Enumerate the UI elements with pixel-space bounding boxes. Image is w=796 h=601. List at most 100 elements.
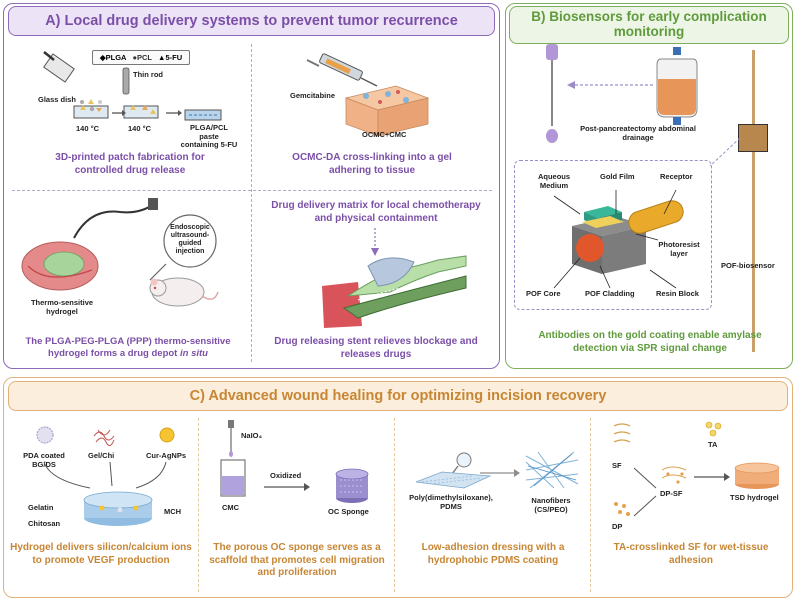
- dish-step-1: [73, 99, 109, 119]
- thin-rod-icon: [122, 67, 130, 95]
- glass-dish-icon: [43, 51, 75, 83]
- panel-a-divider-h: [12, 190, 492, 191]
- panel-c-divider-1: [198, 418, 199, 592]
- down-arrow-icon: [371, 228, 379, 256]
- cur-agnp-icon: [159, 427, 175, 443]
- c3-caption: Low-adhesion dressing with a hydrophobic…: [421, 542, 565, 566]
- sensor-box: [738, 124, 768, 152]
- oxidized-label: Oxidized: [270, 471, 302, 480]
- legend-5fu: ▲5-FU: [158, 53, 183, 62]
- core-label: POF Core: [526, 289, 561, 298]
- panel-c-title: C) Advanced wound healing for optimizing…: [189, 388, 607, 404]
- mouse-icon: [149, 263, 219, 307]
- panel-b-caption: Antibodies on the gold coating enable am…: [538, 330, 762, 354]
- ta-label: TA: [708, 440, 718, 449]
- glass-dish-label: Glass dish: [38, 95, 76, 104]
- c1-caption: Hydrogel delivers silicon/calcium ions t…: [10, 542, 192, 566]
- temp-label-2: 140 °C: [128, 124, 152, 133]
- drainage-bag-icon: [656, 47, 698, 125]
- c3-arrow: [480, 469, 520, 477]
- panel-c-divider-2: [394, 418, 395, 592]
- q3-caption-main: The PLGA-PEG-PLGA (PPP) thermo-sensitive…: [25, 336, 231, 359]
- drainage-label: Post-pancreatectomy abdominal drainage: [580, 124, 696, 142]
- q4-caption: Drug releasing stent relieves blockage a…: [274, 336, 478, 360]
- sensor-detail-box: [514, 160, 712, 310]
- gold-label: Gold Film: [600, 172, 635, 181]
- nanofiber-icon: [525, 451, 579, 489]
- tsd-label: TSD hydrogel: [730, 493, 779, 502]
- naio-label: NaIO₄: [241, 431, 263, 440]
- photoresist-label: Photoresist layer: [658, 240, 700, 258]
- panel-a-header: A) Local drug delivery systems to preven…: [8, 6, 495, 36]
- dropper-icon: [546, 44, 558, 143]
- dpsf-label: DP-SF: [660, 489, 683, 498]
- dp-icon: [614, 502, 630, 516]
- sf-label: SF: [612, 461, 622, 470]
- gelatin-label: Gelatin: [28, 503, 54, 512]
- legend-box: ◆PLGA ●PCL ▲5-FU: [92, 50, 190, 65]
- panel-a-divider-v: [251, 44, 252, 362]
- paste-label: PLGA/PCL paste containing 5-FU: [180, 123, 238, 150]
- gel-chi-label: Gel/Chi: [88, 451, 115, 460]
- gel-block-icon: [344, 85, 430, 137]
- pof-biosensor-label: POF-biosensor: [721, 261, 775, 270]
- pdms-sheet-icon: [415, 452, 492, 489]
- resin-label: Resin Block: [656, 289, 699, 298]
- q4-top-caption: Drug delivery matrix for local chemother…: [271, 200, 481, 224]
- endoscopic-label: Endoscopic ultrasound-guided injection: [170, 224, 210, 256]
- sponge-label: OC Sponge: [328, 507, 369, 516]
- c4-arrow: [694, 473, 730, 481]
- q1-caption: 3D-printed patch fabrication for control…: [55, 152, 205, 176]
- legend-pcl: ●PCL: [132, 53, 153, 62]
- tsd-hydrogel-icon: [734, 462, 780, 489]
- dish-step-2: [123, 105, 159, 119]
- panel-c: [3, 377, 793, 598]
- c1-arrows: [43, 461, 167, 489]
- stent-illustration: [322, 255, 467, 328]
- q3-caption: The PLGA-PEG-PLGA (PPP) thermo-sensitive…: [8, 336, 248, 360]
- legend-plga: ◆PLGA: [99, 53, 127, 62]
- panel-b: [505, 3, 793, 369]
- q3-caption-italic: in situ: [179, 347, 208, 359]
- temp-label-1: 140 °C: [76, 124, 100, 133]
- panel-b-header: B) Biosensors for early complication mon…: [509, 6, 789, 44]
- organ-icon: [21, 241, 99, 291]
- panel-c-header: C) Advanced wound healing for optimizing…: [8, 381, 788, 411]
- hydrogel-label: Thermo-sensitive hydrogel: [30, 298, 94, 316]
- drain-tube: [752, 50, 755, 352]
- q2-caption: OCMC-DA cross-linking into a gel adherin…: [292, 152, 452, 176]
- cladding-label: POF Cladding: [585, 289, 635, 298]
- endoscope-icon: [73, 198, 158, 239]
- beaker-icon: [220, 459, 246, 497]
- c2-caption: The porous OC sponge serves as a scaffol…: [209, 542, 385, 578]
- cur-label: Cur-AgNPs: [146, 451, 187, 460]
- chitosan-label: Chitosan: [28, 519, 61, 528]
- pda-particle-icon: [36, 426, 54, 444]
- c4-merge-arrows: [633, 467, 657, 517]
- dp-label: DP: [612, 522, 623, 531]
- dpsf-icon: [661, 466, 687, 484]
- receptor-label: Receptor: [660, 172, 693, 181]
- thin-rod-label: Thin rod: [133, 70, 163, 79]
- ta-icon: [705, 421, 722, 437]
- sensor-detail-illustration: [572, 200, 684, 274]
- sensor-leader-lines: [553, 189, 677, 289]
- aqueous-label: Aqueous Medium: [537, 172, 571, 190]
- nano-label: Nanofibers (CS/PEO): [531, 496, 571, 514]
- panel-a: [3, 3, 500, 369]
- process-arrows: [112, 110, 182, 116]
- cmc-label: CMC: [222, 503, 240, 512]
- ocmc-label: OCMC+CMC: [362, 130, 407, 139]
- panel-b-title: B) Biosensors for early complication mon…: [531, 9, 767, 39]
- dish-step-3: [184, 109, 222, 121]
- mch-disc-icon: [83, 491, 153, 526]
- sf-icon: [613, 423, 631, 443]
- oc-sponge-icon: [335, 468, 369, 503]
- gel-chi-icon: [93, 429, 115, 446]
- mch-label: MCH: [164, 507, 182, 516]
- panel-a-title: A) Local drug delivery systems to preven…: [45, 13, 458, 29]
- callout-lines: [709, 137, 741, 167]
- gemcitabine-label: Gemcitabine: [290, 91, 336, 100]
- naio-dropper-icon: [228, 420, 234, 457]
- syringe-icon: [306, 53, 378, 87]
